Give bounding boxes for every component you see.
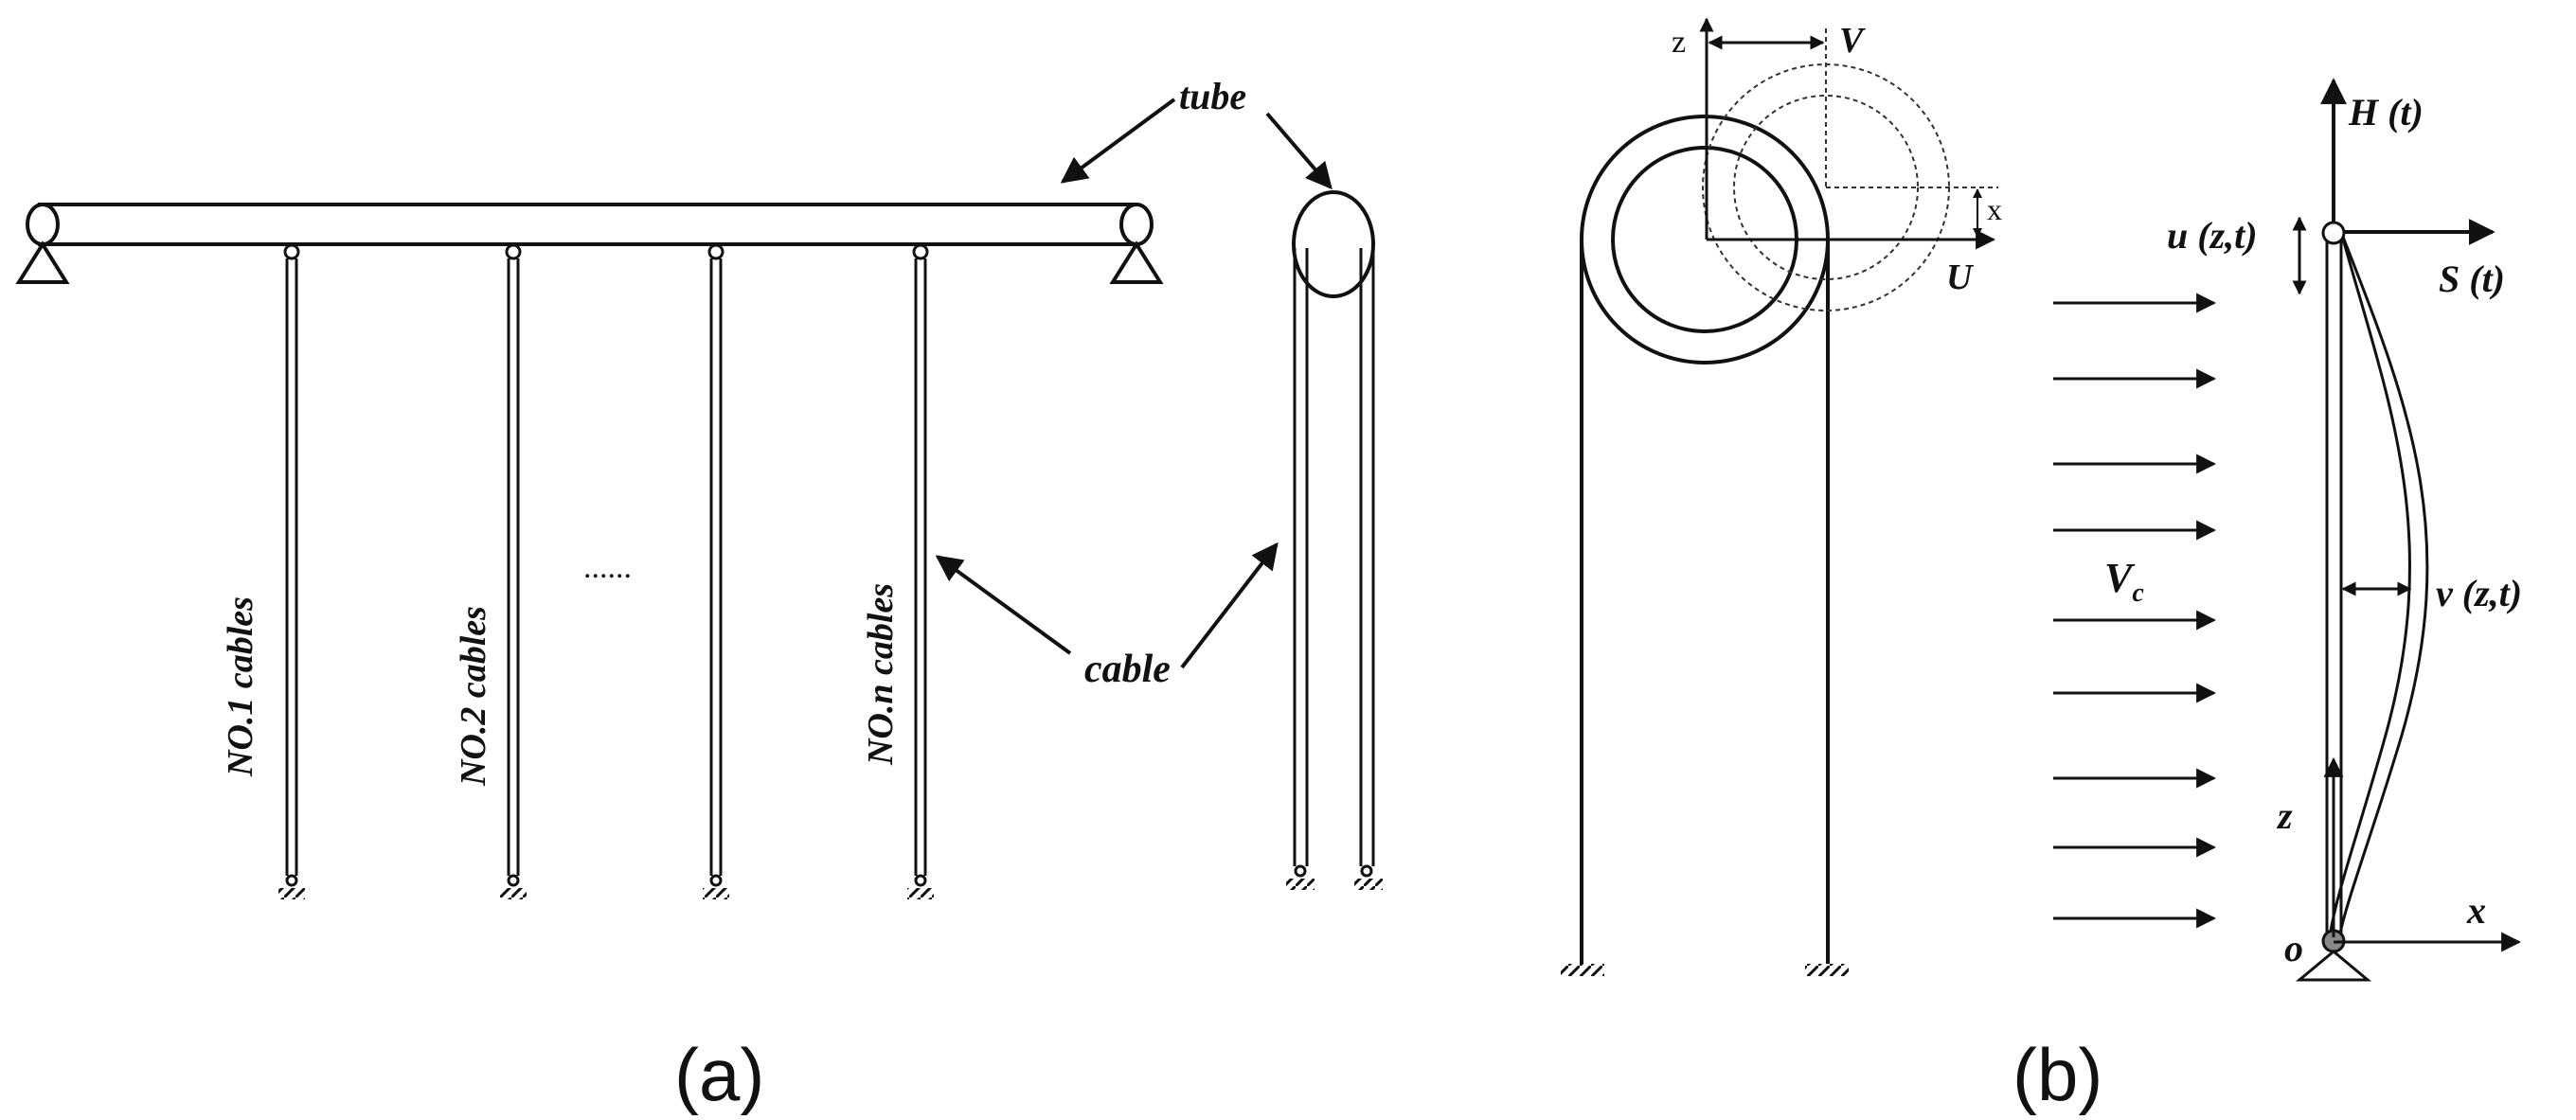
cable-arrow-left xyxy=(935,555,1072,655)
bottom-support xyxy=(2295,950,2372,982)
velocity-U-label: U xyxy=(1946,258,1975,297)
displaced-section xyxy=(1702,28,1998,311)
riser-beam xyxy=(2295,221,2429,982)
right-support xyxy=(1109,240,1164,284)
current-velocity-label: Vc xyxy=(2104,555,2144,608)
disp-u-label: u (z,t) xyxy=(2167,214,2258,257)
panel-a: NO.1 cables NO.2 cables NO.n cables ....… xyxy=(15,75,1383,1116)
beam-x-label: x xyxy=(2466,889,2486,932)
ellipsis-label: ...... xyxy=(583,550,632,585)
section-x-label: x xyxy=(1987,192,2002,226)
cable-n xyxy=(907,243,934,899)
caption-a: (a) xyxy=(674,1033,764,1116)
current-arrows xyxy=(2053,293,2217,929)
cable-label-n: NO.n cables xyxy=(861,583,901,766)
cable-arrow-right xyxy=(1180,542,1279,669)
cable-2 xyxy=(500,243,527,899)
cable-3 xyxy=(703,243,729,899)
disp-v-label: v (z,t) xyxy=(2436,572,2522,614)
beam-z-label: z xyxy=(2276,794,2293,837)
cable-label-2: NO.2 cables xyxy=(454,606,493,787)
origin-label: o xyxy=(2284,927,2303,969)
force-H-label: H (t) xyxy=(2348,91,2424,133)
cable-1 xyxy=(278,243,305,899)
side-view xyxy=(1286,190,1383,890)
section-z-label: z xyxy=(1672,25,1686,60)
cable-label-1: NO.1 cables xyxy=(221,596,260,777)
velocity-V-label: V xyxy=(1839,21,1866,61)
tube-arrow-left xyxy=(1060,98,1176,184)
caption-b: (b) xyxy=(2012,1033,2102,1116)
pipe-cross-section xyxy=(1561,115,1849,976)
tube-arrow-right xyxy=(1265,112,1333,190)
left-support xyxy=(15,240,70,284)
panel-b: z V x U Vc xyxy=(1561,17,2522,1116)
force-S-label: S (t) xyxy=(2439,258,2505,300)
tube xyxy=(26,203,1154,246)
tube-label: tube xyxy=(1179,75,1246,117)
cable-label: cable xyxy=(1084,648,1171,691)
